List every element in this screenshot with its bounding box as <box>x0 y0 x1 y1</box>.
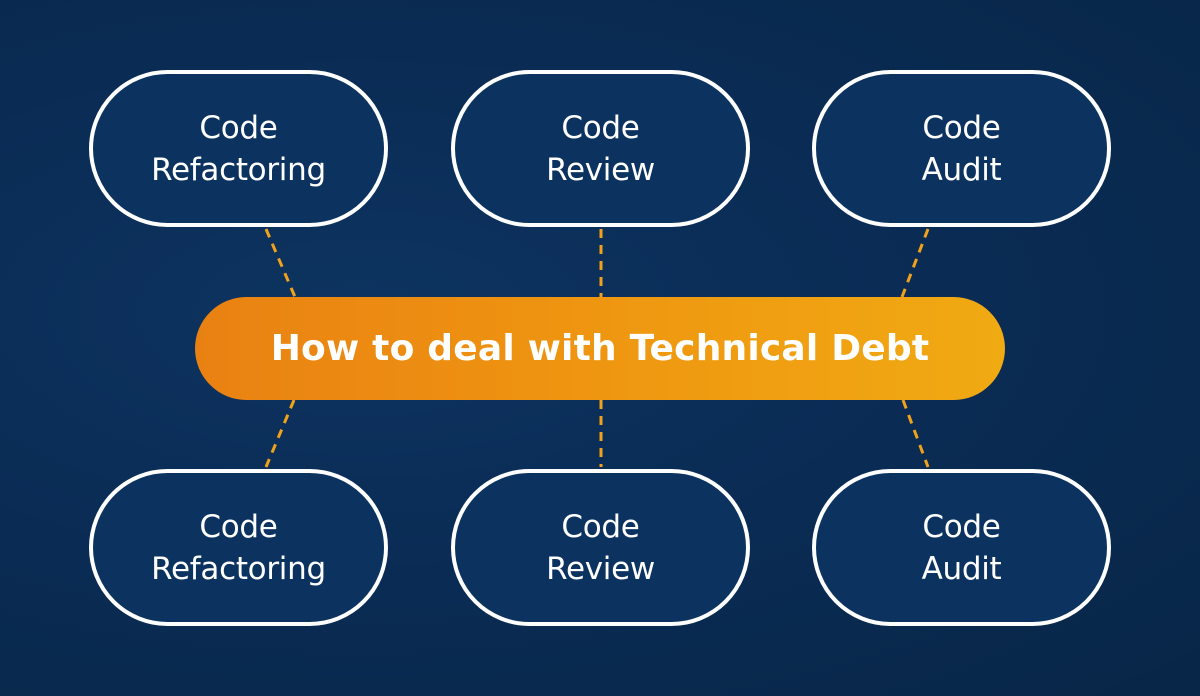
central-topic-pill: How to deal with Technical Debt <box>195 297 1005 400</box>
connector-line <box>264 399 296 468</box>
node-label: Code Review <box>546 508 655 587</box>
node-code-audit-bottom: Code Audit <box>812 469 1111 626</box>
node-code-refactoring-bottom: Code Refactoring <box>89 469 388 626</box>
node-label: Code Review <box>546 109 655 188</box>
node-label: Code Refactoring <box>151 508 326 587</box>
central-topic-title: How to deal with Technical Debt <box>270 328 930 369</box>
connector-line <box>900 228 930 298</box>
node-code-review-top: Code Review <box>451 70 750 227</box>
node-label: Code Audit <box>921 508 1002 587</box>
node-code-review-bottom: Code Review <box>451 469 750 626</box>
connector-line <box>901 399 930 468</box>
node-label: Code Audit <box>921 109 1002 188</box>
node-code-audit-top: Code Audit <box>812 70 1111 227</box>
node-code-refactoring-top: Code Refactoring <box>89 70 388 227</box>
node-label: Code Refactoring <box>151 109 326 188</box>
connector-line <box>264 228 297 298</box>
